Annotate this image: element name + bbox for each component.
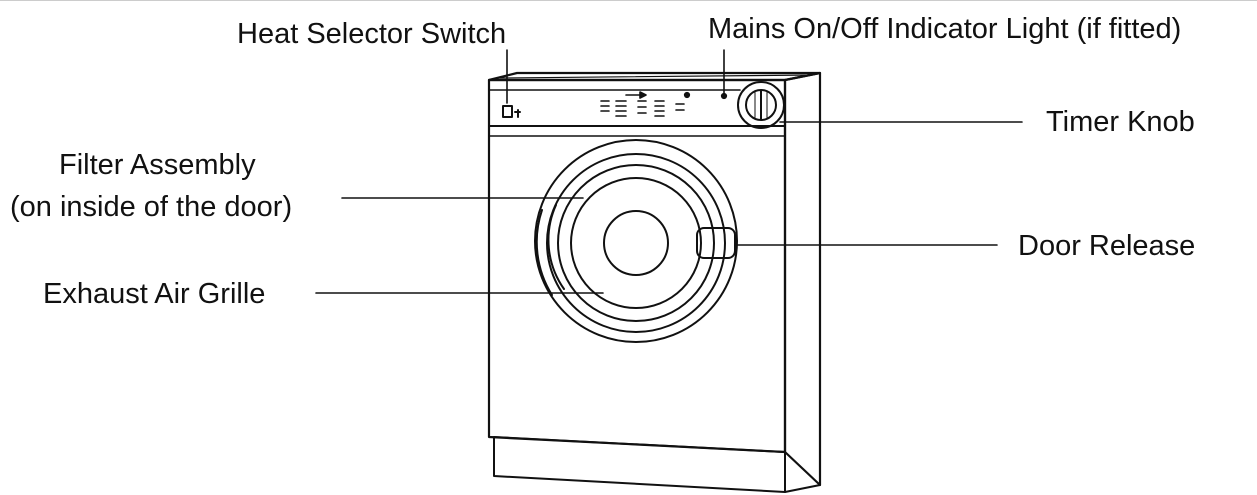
- cabinet: [487, 71, 822, 487]
- label-filter-assembly: Filter Assembly: [59, 149, 256, 181]
- exhaust-air-grille: [535, 209, 553, 296]
- leader-lines: [315, 49, 1023, 294]
- indicator-dot: [683, 91, 691, 99]
- control-panel: [488, 81, 786, 137]
- label-heat-selector-switch: Heat Selector Switch: [237, 18, 507, 50]
- label-exhaust-air-grille: Exhaust Air Grille: [43, 278, 266, 310]
- heat-selector-switch-icon: [502, 105, 521, 118]
- label-door-release: Door Release: [1018, 230, 1196, 262]
- timer-knob: [737, 81, 785, 129]
- cabinet-side: [783, 71, 822, 487]
- program-markings: [600, 91, 685, 117]
- label-timer-knob: Timer Knob: [1046, 106, 1195, 138]
- plinth: [493, 436, 821, 493]
- label-filter-assembly-sub: (on inside of the door): [10, 191, 293, 223]
- top-border: [0, 0, 1257, 1]
- mains-indicator-light: [720, 92, 728, 100]
- label-mains-indicator-light: Mains On/Off Indicator Light (if fitted): [708, 13, 1182, 45]
- door-outer-rim: [534, 139, 738, 343]
- door-window-centre: [603, 210, 669, 276]
- door: [534, 139, 738, 343]
- door-release-handle: [696, 227, 736, 259]
